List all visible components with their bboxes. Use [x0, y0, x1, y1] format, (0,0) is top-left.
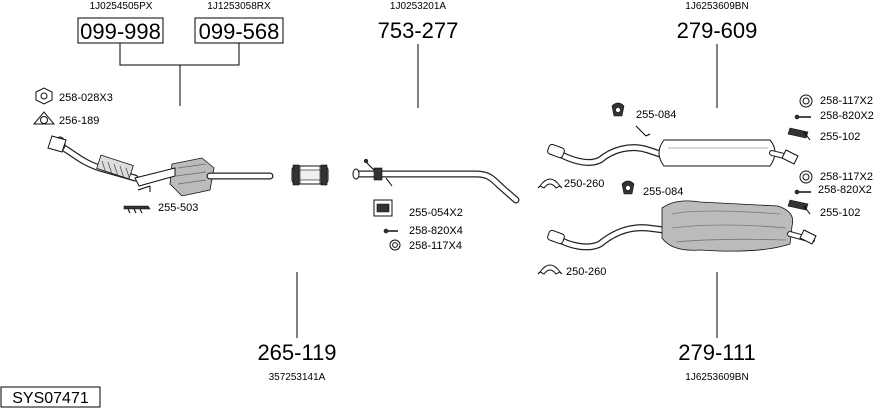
middle-oem-label: 1J0253201A — [390, 1, 446, 12]
rear-top-oem-label: 1J6253609BN — [685, 1, 748, 12]
middle-part-number[interactable]: 753-277 — [378, 18, 459, 43]
hanger-top-link — [635, 125, 651, 137]
rear-top-part-number[interactable]: 279-609 — [677, 18, 758, 43]
hanger-bottom-right-icon[interactable] — [787, 199, 811, 215]
front-left-oem-label: 1J0254505PX — [90, 1, 153, 12]
washer-bottom-ref: 258-117X2 — [820, 171, 873, 183]
front-right-part-number: 099-568 — [199, 19, 280, 44]
washer-hole — [392, 242, 398, 248]
front-left-part-number: 099-998 — [80, 19, 161, 44]
clamp-top-icon[interactable] — [539, 178, 561, 189]
hanger-bottom-left-ref: 255-084 — [643, 186, 683, 198]
hanger-top-right-icon[interactable] — [787, 127, 811, 141]
gasket-hole — [40, 116, 48, 124]
clamp-bottom-tabs — [537, 271, 563, 275]
front-bracket-ref: 255-503 — [158, 202, 198, 214]
washer-bottom-hole — [802, 173, 810, 181]
rear-silencer-bottom-279-111[interactable] — [547, 200, 817, 252]
front-left-number-box[interactable] — [77, 17, 164, 44]
bolt-top-icon[interactable] — [794, 114, 811, 120]
clamp-bottom-ref: 250-260 — [566, 266, 606, 278]
system-code: SYS07471 — [12, 390, 89, 407]
bolt-icon[interactable] — [383, 228, 398, 234]
clamp-top-ref: 250-260 — [564, 178, 604, 190]
hanger-top-left-ref: 255-084 — [636, 109, 676, 121]
bottom-mid-part-number[interactable]: 265-119 — [257, 340, 336, 365]
front-leader-line — [119, 43, 240, 106]
front-right-number-box[interactable] — [194, 17, 284, 44]
system-code-box — [0, 386, 101, 408]
hanger-top-left-icon[interactable] — [611, 102, 625, 117]
clamp-icon[interactable] — [373, 199, 393, 217]
bolt-top-ref: 258-820X2 — [820, 110, 874, 122]
front-bracket-icon[interactable] — [123, 205, 151, 214]
rear-silencer-top-279-609[interactable] — [547, 139, 799, 167]
nut-hole — [40, 92, 48, 100]
washer-top-hole — [802, 97, 810, 105]
bottom-mid-oem-label: 357253141A — [269, 372, 326, 383]
downpipe-catalytic-converter[interactable] — [47, 135, 274, 197]
bottom-rear-part-number[interactable]: 279-111 — [678, 340, 755, 365]
front-right-oem-label: 1J1253058RX — [207, 1, 271, 12]
hanger-top-right-ref: 255-102 — [820, 131, 860, 143]
washer-top-ref: 258-117X2 — [820, 95, 873, 107]
gasket-front-ref: 256-189 — [59, 115, 99, 127]
connector-pipe-265-119[interactable] — [291, 164, 329, 186]
clamp-top-tabs — [537, 185, 563, 189]
hanger-bottom-left-icon[interactable] — [621, 180, 635, 195]
middle-pipe-753-277[interactable] — [352, 158, 520, 204]
clamp-mid-ref: 255-054X2 — [409, 207, 463, 219]
bolt-mid-ref: 258-820X4 — [409, 225, 463, 237]
hanger-bottom-right-ref: 255-102 — [820, 207, 860, 219]
washer-mid-ref: 258-117X4 — [409, 240, 462, 252]
bolt-bottom-ref: 258-820X2 — [818, 184, 872, 196]
bolt-bottom-icon[interactable] — [794, 189, 811, 195]
bottom-rear-oem-label: 1J6253609BN — [685, 372, 748, 383]
clamp-bottom-icon[interactable] — [539, 264, 561, 275]
nut-ref: 258-028X3 — [59, 92, 113, 104]
